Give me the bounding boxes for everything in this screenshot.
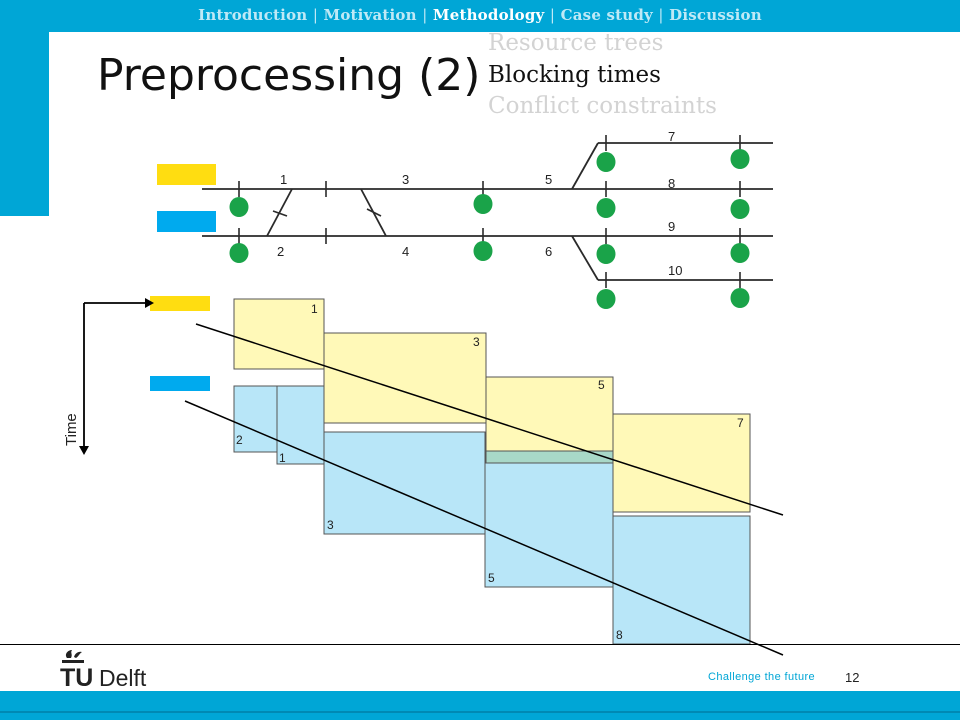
signal-icon <box>730 199 750 219</box>
time-axis <box>83 302 145 448</box>
switch-to-10 <box>571 235 599 281</box>
signals <box>229 149 750 309</box>
signal-icon <box>730 288 750 308</box>
blue-block-5 <box>484 462 614 588</box>
section-label: 8 <box>668 176 675 191</box>
signal-icon <box>229 243 249 263</box>
section-label: 1 <box>280 172 287 187</box>
track-layout: 1 2 3 4 5 6 7 8 9 10 <box>157 129 773 309</box>
signal-icon <box>473 194 493 214</box>
axis-arrow-right <box>145 298 154 308</box>
page-number: 12 <box>845 670 860 685</box>
switch-to-7 <box>571 142 599 190</box>
yellow-train-path <box>195 323 784 516</box>
block-label: 3 <box>473 335 480 349</box>
logo-delft: Delft <box>99 665 147 690</box>
section-label: 3 <box>402 172 409 187</box>
section-navigation: Introduction | Motivation | Methodology … <box>0 6 960 24</box>
tu-delft-logo: TU Delft <box>60 650 147 690</box>
axis-arrow-down <box>79 446 89 455</box>
section-label: 2 <box>277 244 284 259</box>
bottom-accent-line <box>0 711 960 713</box>
nav-separator: | <box>549 6 556 24</box>
signal-icon <box>730 149 750 169</box>
blue-blocking-blocks <box>233 385 751 645</box>
block-label: 1 <box>279 451 286 465</box>
nav-item-discussion[interactable]: Discussion <box>669 6 762 24</box>
nav-item-case-study[interactable]: Case study <box>560 6 653 24</box>
bottom-accent-bar <box>0 691 960 720</box>
yellow-train-marker <box>157 164 216 185</box>
left-accent-bar <box>0 32 49 216</box>
section-labels: 1 2 3 4 5 6 7 8 9 10 <box>277 129 682 278</box>
time-axis-label: Time <box>63 413 80 446</box>
yellow-block-3 <box>323 332 487 424</box>
flame-icon <box>62 650 84 663</box>
nav-separator: | <box>422 6 428 24</box>
signal-icon <box>596 244 616 264</box>
signal-icon <box>596 198 616 218</box>
blue-train-marker <box>157 211 216 232</box>
overlap-conflict-area <box>485 450 614 464</box>
block-label: 7 <box>737 416 744 430</box>
signal-icon <box>596 289 616 309</box>
yellow-block-5 <box>485 376 614 452</box>
top-navigation-bar <box>0 0 960 32</box>
block-label: 5 <box>598 378 605 392</box>
yellow-block-7 <box>612 413 751 513</box>
block-label: 2 <box>236 433 243 447</box>
block-label: 5 <box>488 571 495 585</box>
subtopic-blocking-times: Blocking times <box>488 62 661 88</box>
nav-separator: | <box>658 6 664 24</box>
section-label: 10 <box>668 263 682 278</box>
subtopic-resource-trees: Resource trees <box>488 30 664 56</box>
blue-train-path <box>184 400 784 656</box>
blue-train-legend <box>150 376 210 391</box>
blue-block-8 <box>612 515 751 645</box>
section-label: 9 <box>668 219 675 234</box>
nav-separator: | <box>312 6 319 24</box>
nav-item-introduction[interactable]: Introduction <box>198 6 308 24</box>
signal-icon <box>473 241 493 261</box>
track-lines <box>202 142 773 281</box>
block-label: 1 <box>311 302 318 316</box>
signal-icon <box>730 243 750 263</box>
signal-icon <box>229 197 249 217</box>
section-label: 4 <box>402 244 409 259</box>
section-label: 7 <box>668 129 675 144</box>
nav-item-methodology[interactable]: Methodology <box>432 6 545 24</box>
section-label: 5 <box>545 172 552 187</box>
block-section-ticks <box>238 135 741 288</box>
yellow-blocking-blocks <box>233 298 751 513</box>
footer-divider <box>0 644 960 645</box>
subtopic-conflict-constraints: Conflict constraints <box>488 93 717 119</box>
block-label: 3 <box>327 518 334 532</box>
blue-block-2 <box>233 385 278 453</box>
block-label: 8 <box>616 628 623 642</box>
blue-block-1 <box>276 385 325 465</box>
yellow-train-legend <box>150 296 210 311</box>
nav-item-motivation[interactable]: Motivation <box>323 6 417 24</box>
footer-tagline: Challenge the future <box>708 671 816 683</box>
blocking-time-diagram: Time 1 3 5 7 2 1 3 <box>63 296 784 656</box>
section-label: 6 <box>545 244 552 259</box>
train-paths <box>184 323 784 656</box>
logo-tu: TU <box>60 664 93 690</box>
signal-icon <box>596 152 616 172</box>
slide-title: Preprocessing (2) <box>97 50 481 101</box>
